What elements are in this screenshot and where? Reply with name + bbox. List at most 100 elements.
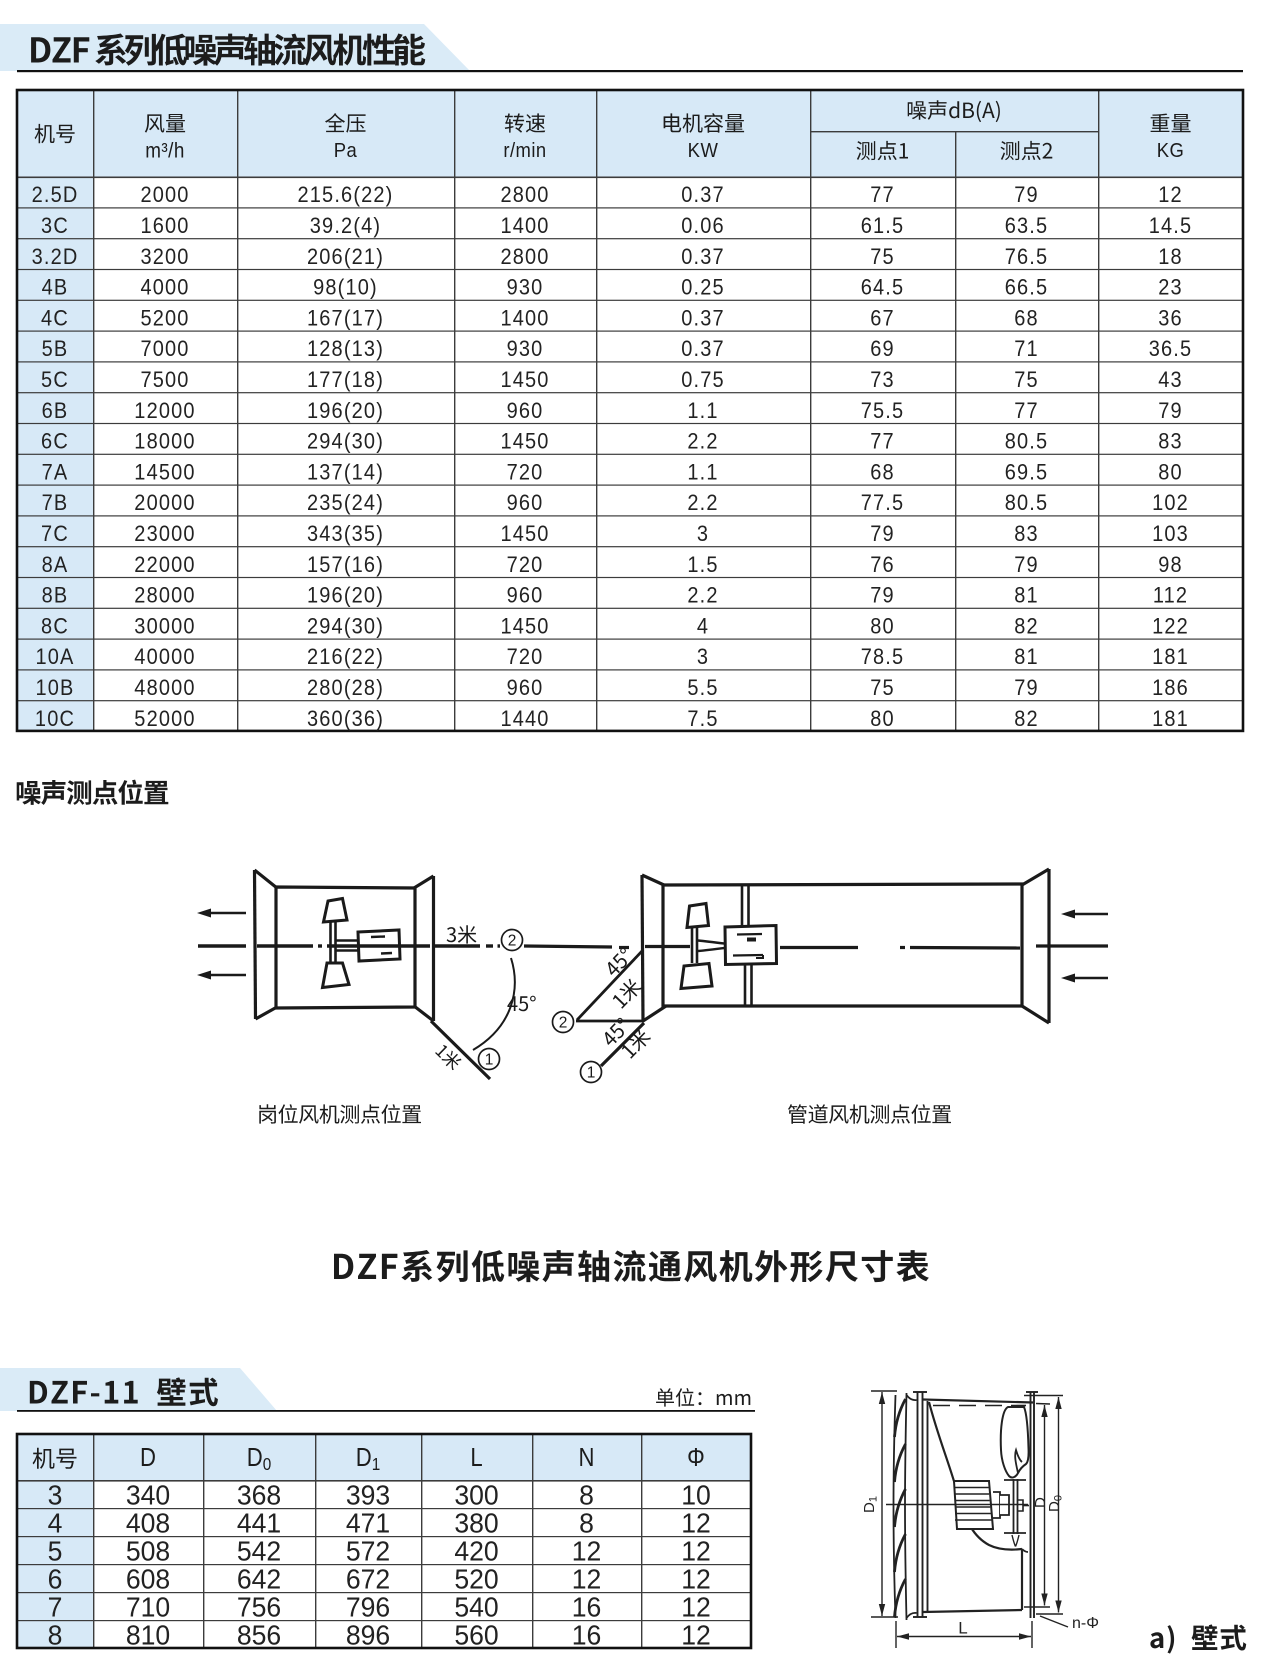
- svg-text:216(22): 216(22): [307, 645, 384, 669]
- svg-text:82: 82: [1014, 614, 1039, 638]
- svg-text:77: 77: [870, 183, 895, 207]
- svg-text:560: 560: [454, 1620, 498, 1650]
- svg-text:7A: 7A: [42, 460, 69, 484]
- svg-text:0.37: 0.37: [681, 337, 725, 361]
- svg-text:343(35): 343(35): [307, 522, 384, 546]
- svg-text:540: 540: [454, 1592, 498, 1622]
- svg-text:64.5: 64.5: [861, 276, 905, 300]
- svg-text:43: 43: [1158, 368, 1183, 392]
- svg-text:206(21): 206(21): [307, 245, 384, 269]
- svg-text:8A: 8A: [42, 553, 69, 577]
- svg-text:12: 12: [681, 1620, 711, 1650]
- svg-text:471: 471: [346, 1508, 390, 1538]
- svg-text:68: 68: [870, 460, 895, 484]
- svg-text:66.5: 66.5: [1005, 276, 1049, 300]
- svg-text:22000: 22000: [134, 553, 195, 577]
- svg-text:177(18): 177(18): [307, 368, 384, 392]
- svg-text:8: 8: [579, 1508, 594, 1538]
- svg-text:69: 69: [870, 337, 895, 361]
- svg-text:98: 98: [1158, 553, 1183, 577]
- svg-text:720: 720: [507, 553, 544, 577]
- svg-text:1450: 1450: [500, 522, 549, 546]
- svg-text:1.5: 1.5: [687, 553, 718, 577]
- svg-text:508: 508: [126, 1536, 170, 1566]
- svg-text:4: 4: [697, 614, 709, 638]
- svg-text:2000: 2000: [140, 183, 189, 207]
- svg-text:D: D: [1032, 1497, 1049, 1508]
- svg-text:608: 608: [126, 1564, 170, 1594]
- svg-text:67: 67: [870, 306, 895, 330]
- svg-text:960: 960: [507, 676, 544, 700]
- svg-text:2.2: 2.2: [687, 584, 718, 608]
- svg-text:2800: 2800: [500, 245, 549, 269]
- svg-text:672: 672: [346, 1564, 390, 1594]
- svg-text:6C: 6C: [41, 430, 69, 454]
- svg-text:360(36): 360(36): [307, 707, 384, 731]
- svg-text:7B: 7B: [42, 491, 69, 515]
- svg-text:796: 796: [346, 1592, 390, 1622]
- svg-text:14.5: 14.5: [1149, 214, 1193, 238]
- svg-text:79: 79: [1014, 676, 1039, 700]
- svg-text:960: 960: [507, 491, 544, 515]
- svg-text:408: 408: [126, 1508, 170, 1538]
- svg-text:80.5: 80.5: [1005, 430, 1049, 454]
- svg-text:1440: 1440: [500, 707, 549, 731]
- svg-text:7500: 7500: [140, 368, 189, 392]
- svg-text:300: 300: [454, 1480, 498, 1510]
- svg-text:2: 2: [559, 1015, 568, 1032]
- svg-text:10: 10: [681, 1480, 711, 1510]
- svg-text:196(20): 196(20): [307, 584, 384, 608]
- svg-text:5: 5: [48, 1536, 63, 1566]
- svg-text:18: 18: [1158, 245, 1183, 269]
- svg-text:1450: 1450: [500, 614, 549, 638]
- svg-text:2.2: 2.2: [687, 430, 718, 454]
- svg-text:7C: 7C: [41, 522, 69, 546]
- svg-text:1400: 1400: [500, 214, 549, 238]
- svg-text:8: 8: [48, 1620, 63, 1650]
- svg-text:1.1: 1.1: [687, 399, 718, 423]
- svg-text:78.5: 78.5: [861, 645, 905, 669]
- svg-text:8B: 8B: [42, 584, 69, 608]
- svg-text:122: 122: [1152, 614, 1189, 638]
- svg-text:12: 12: [681, 1564, 711, 1594]
- svg-text:28000: 28000: [134, 584, 195, 608]
- svg-text:r/min: r/min: [503, 139, 546, 162]
- svg-text:14500: 14500: [134, 460, 195, 484]
- svg-text:Φ: Φ: [687, 1443, 705, 1472]
- svg-text:12000: 12000: [134, 399, 195, 423]
- svg-text:36.5: 36.5: [1149, 337, 1193, 361]
- svg-text:2800: 2800: [500, 183, 549, 207]
- svg-text:235(24): 235(24): [307, 491, 384, 515]
- svg-text:441: 441: [237, 1508, 281, 1538]
- svg-text:930: 930: [507, 337, 544, 361]
- svg-text:75: 75: [870, 676, 895, 700]
- svg-text:12: 12: [572, 1536, 602, 1566]
- svg-text:Pa: Pa: [334, 139, 357, 162]
- svg-text:5200: 5200: [140, 306, 189, 330]
- svg-text:720: 720: [507, 645, 544, 669]
- svg-text:1: 1: [485, 1052, 494, 1069]
- svg-text:294(30): 294(30): [307, 614, 384, 638]
- svg-text:1.1: 1.1: [687, 460, 718, 484]
- svg-text:137(14): 137(14): [307, 460, 384, 484]
- svg-text:642: 642: [237, 1564, 281, 1594]
- svg-text:80: 80: [870, 707, 895, 731]
- svg-text:75: 75: [870, 245, 895, 269]
- svg-text:23: 23: [1158, 276, 1183, 300]
- svg-text:52000: 52000: [134, 707, 195, 731]
- svg-text:0.75: 0.75: [681, 368, 725, 392]
- svg-text:23000: 23000: [134, 522, 195, 546]
- svg-text:102: 102: [1152, 491, 1189, 515]
- svg-text:30000: 30000: [134, 614, 195, 638]
- svg-text:12: 12: [572, 1564, 602, 1594]
- svg-text:5.5: 5.5: [687, 676, 718, 700]
- svg-text:112: 112: [1153, 584, 1188, 608]
- svg-text:3.2D: 3.2D: [32, 245, 79, 269]
- svg-text:710: 710: [126, 1592, 170, 1622]
- svg-text:856: 856: [237, 1620, 281, 1650]
- svg-text:36: 36: [1158, 306, 1183, 330]
- svg-text:542: 542: [237, 1536, 281, 1566]
- svg-text:8C: 8C: [41, 614, 69, 638]
- svg-text:280(28): 280(28): [307, 676, 384, 700]
- svg-text:m³/h: m³/h: [145, 140, 185, 163]
